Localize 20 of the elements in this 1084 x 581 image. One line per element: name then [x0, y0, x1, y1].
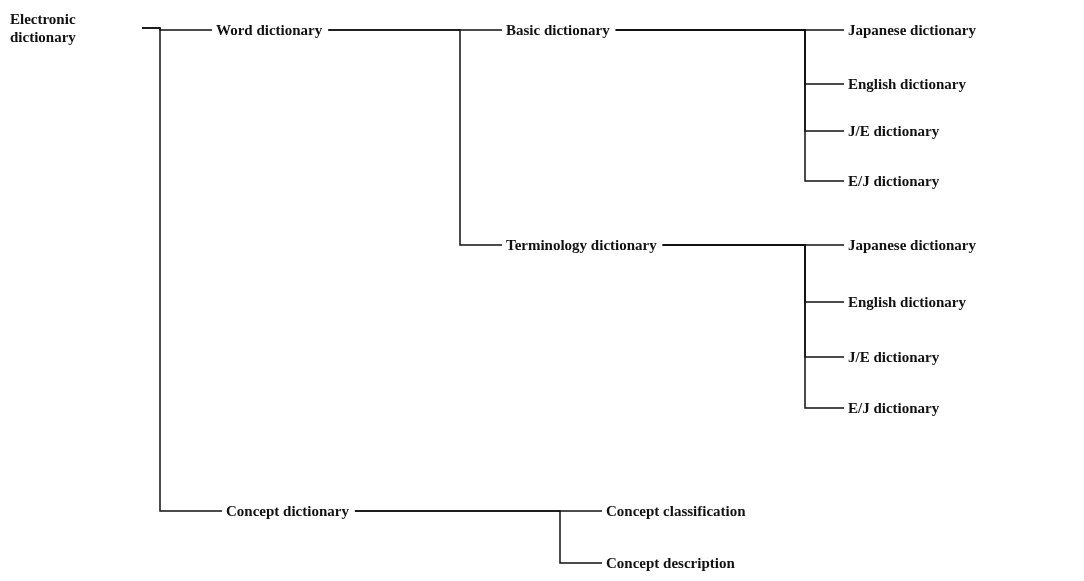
tree-label: Concept description — [606, 554, 735, 572]
tree-label: Terminology dictionary — [506, 236, 657, 254]
tree-label: Basic dictionary — [506, 21, 610, 39]
tree-connector — [141, 27, 223, 512]
tree-label: Electronic dictionary — [10, 10, 85, 46]
tree-connector — [615, 29, 845, 182]
tree-label: E/J dictionary — [848, 172, 940, 190]
tree-label: Japanese dictionary — [848, 21, 976, 39]
tree-connector — [327, 29, 503, 246]
tree-label: E/J dictionary — [848, 399, 940, 417]
tree-label: Concept dictionary — [226, 502, 349, 520]
tree-label: English dictionary — [848, 293, 966, 311]
tree-label: J/E dictionary — [848, 122, 940, 140]
tree-label: Japanese dictionary — [848, 236, 976, 254]
tree-label: J/E dictionary — [848, 348, 940, 366]
tree-label: Word dictionary — [216, 21, 323, 39]
tree-connector — [661, 244, 845, 409]
tree-label: English dictionary — [848, 75, 966, 93]
tree-connector — [354, 510, 603, 564]
tree-label: Concept classification — [606, 502, 746, 520]
